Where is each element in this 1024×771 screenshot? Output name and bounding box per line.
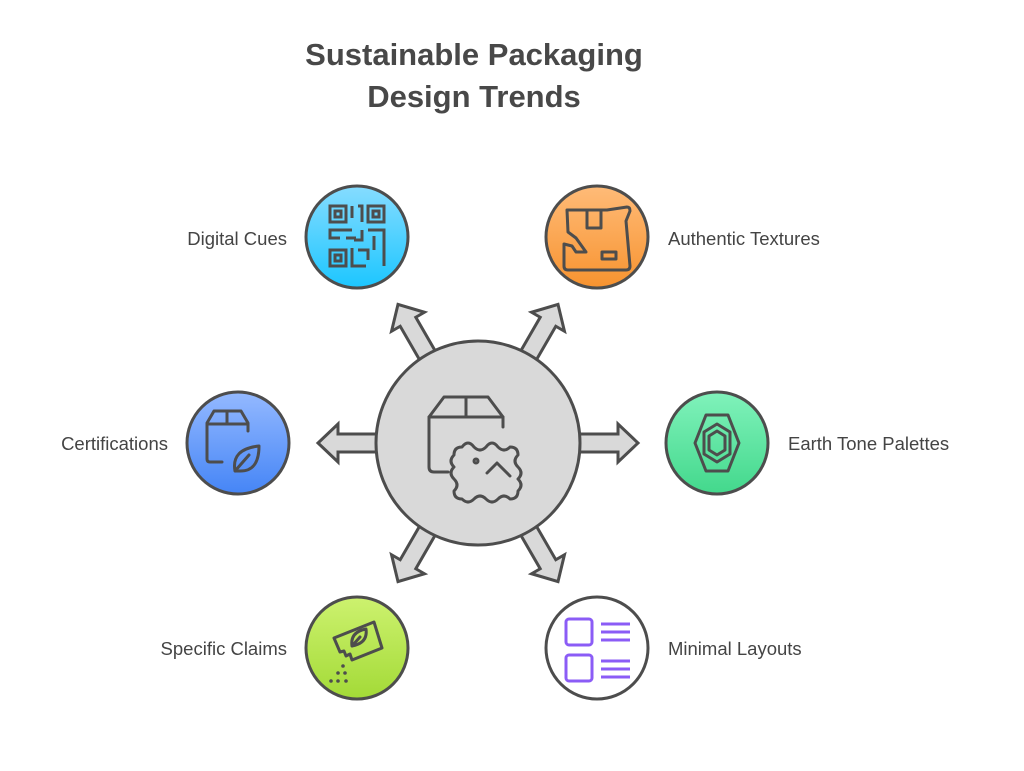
- label-earth-tone-palettes: Earth Tone Palettes: [788, 433, 950, 454]
- dots-icon: [329, 664, 348, 683]
- label-specific-claims: Specific Claims: [160, 638, 287, 659]
- node-earth-tone-palettes: [664, 390, 770, 496]
- label-authentic-textures: Authentic Textures: [668, 228, 820, 249]
- torn-box-icon: [562, 205, 632, 272]
- hexagon-icon: [693, 413, 741, 473]
- label-minimal-layouts: Minimal Layouts: [668, 638, 802, 659]
- label-digital-cues: Digital Cues: [187, 228, 287, 249]
- qr-code-icon: [328, 204, 386, 268]
- box-image-icon: [427, 395, 523, 504]
- center-node: [374, 339, 582, 547]
- node-certifications: [185, 390, 291, 496]
- title-line-2: Design Trends: [367, 79, 581, 114]
- layout-list-icon: [564, 617, 630, 683]
- node-specific-claims: [304, 595, 410, 701]
- box-leaf-icon: [205, 409, 261, 473]
- title-line-1: Sustainable Packaging: [305, 37, 643, 72]
- diagram-title: Sustainable Packaging Design Trends: [224, 34, 724, 118]
- label-certifications: Certifications: [61, 433, 168, 454]
- node-digital-cues: [304, 184, 410, 290]
- node-minimal-layouts: [544, 595, 650, 701]
- node-authentic-textures: [544, 184, 650, 290]
- leaf-tag-icon: [332, 620, 384, 662]
